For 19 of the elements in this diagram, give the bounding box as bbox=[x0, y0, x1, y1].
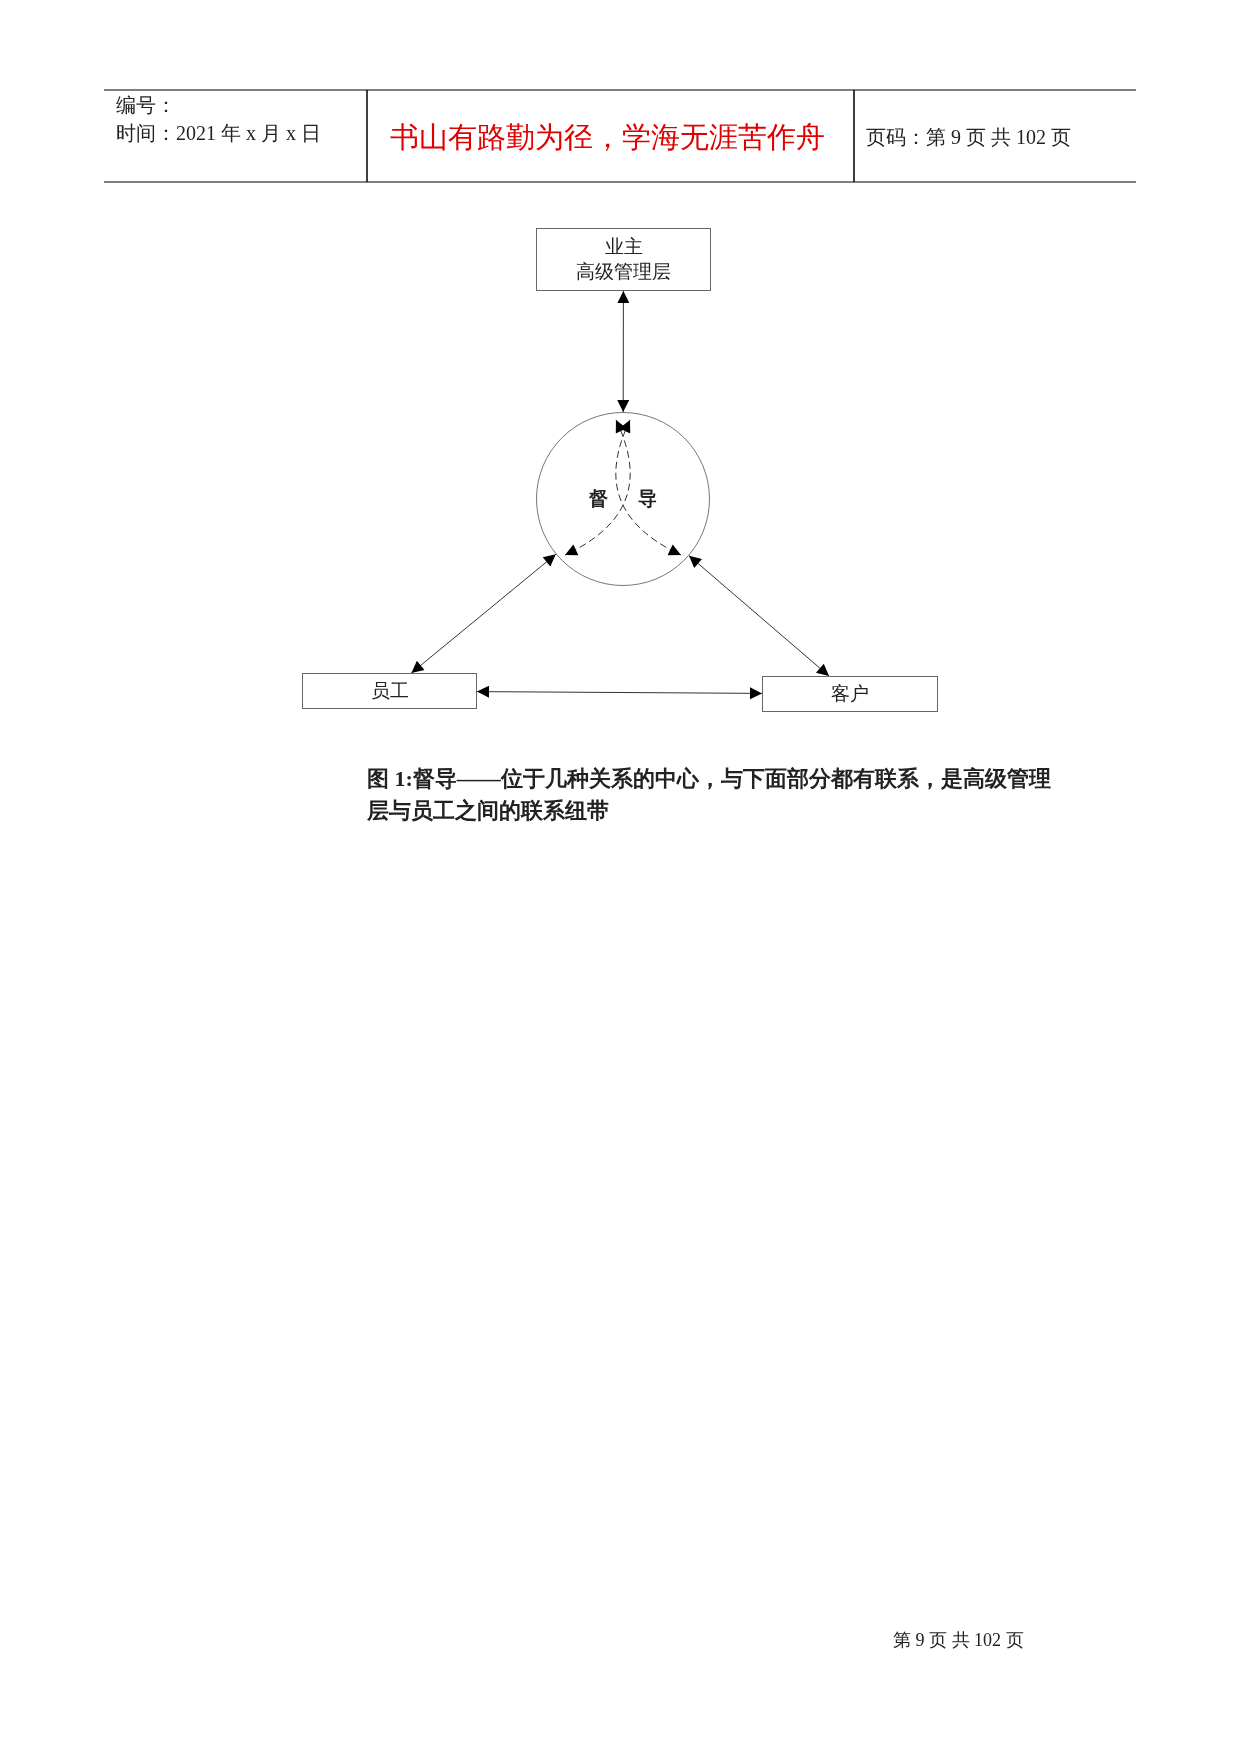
node-label: 客户 bbox=[831, 681, 869, 706]
node-label: 高级管理层 bbox=[576, 259, 671, 284]
node-label: 督 bbox=[589, 486, 608, 511]
motto-text: 书山有路勤为径，学海无涯苦作舟 bbox=[390, 119, 825, 156]
header-text: 时间：2021 年 x 月 x 日 bbox=[116, 121, 321, 146]
figure-caption: 图 1:督导——位于几种关系的中心，与下面部分都有联系，是高级管理层与员工之间的联系纽带 bbox=[367, 765, 1052, 825]
node-label: 业主 bbox=[604, 234, 643, 259]
double-arrow bbox=[617, 290, 630, 413]
node-label: 导 bbox=[638, 486, 657, 511]
process-box bbox=[762, 676, 938, 712]
node-label: 员工 bbox=[370, 678, 409, 703]
header-text: 页码：第 9 页 共 102 页 bbox=[866, 125, 1071, 150]
process-box bbox=[536, 228, 711, 291]
header-text: 编号： bbox=[116, 93, 176, 118]
double-arrow bbox=[410, 553, 557, 674]
double-arrow bbox=[688, 555, 830, 677]
double-arrow bbox=[476, 685, 763, 700]
process-box bbox=[302, 673, 477, 709]
page-number: 第 9 页 共 102 页 bbox=[893, 1629, 1024, 1652]
